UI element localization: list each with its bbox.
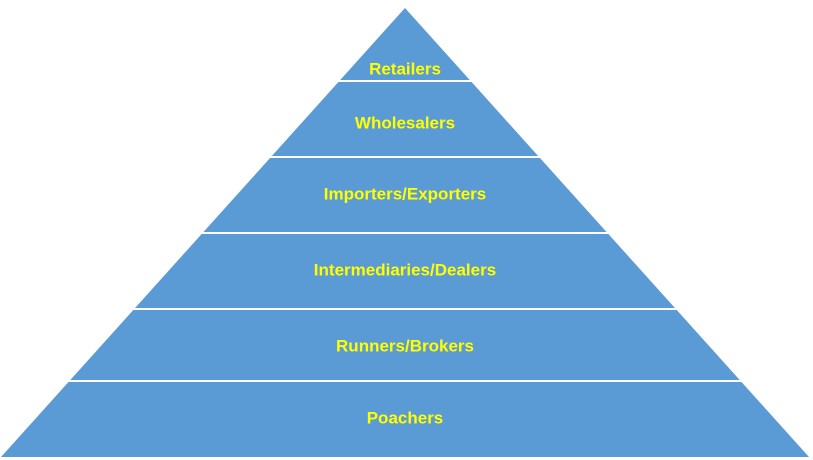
pyramid-layer [135,234,675,308]
pyramid-layer-label: Retailers [369,59,441,78]
pyramid-layer [203,158,607,232]
pyramid-layer [340,8,470,80]
pyramid-layer [70,310,740,380]
pyramid-layer [271,82,539,156]
pyramid-layer-label: Runners/Brokers [336,336,474,355]
pyramid-layer-label: Wholesalers [355,113,455,132]
pyramid-layer [1,382,809,457]
pyramid-layer-label: Intermediaries/Dealers [314,260,496,279]
pyramid-layer-label: Importers/Exporters [324,184,487,203]
pyramid-layer-label: Poachers [367,408,444,427]
